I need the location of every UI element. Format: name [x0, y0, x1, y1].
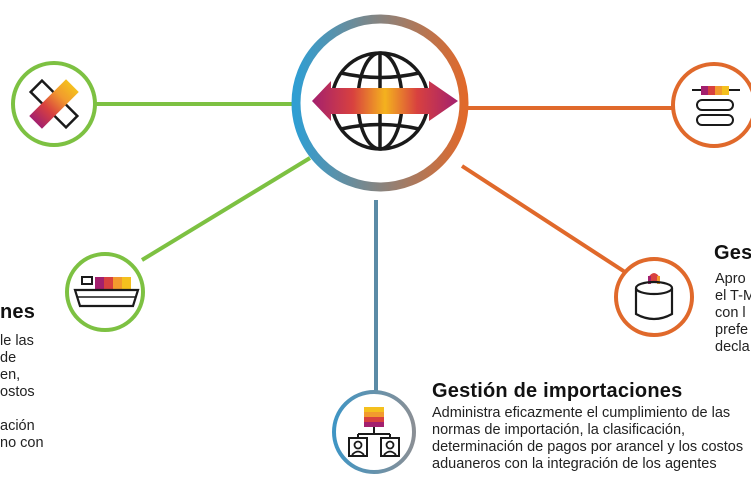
left-section-line: ación — [0, 418, 35, 434]
connector-bottom-left — [140, 156, 312, 262]
document-stack-icon — [692, 86, 740, 126]
imports-section-line: determinación de pagos por arancel y los… — [432, 439, 744, 455]
left-section-line: en, — [0, 367, 21, 383]
imports-section-line: aduaneros con la integración de los agen… — [432, 456, 717, 472]
hub-node — [291, 14, 469, 192]
left-section-line: de — [0, 350, 17, 366]
left-section-line: le las — [0, 333, 34, 349]
globe-with-bidirectional-arrow-icon — [312, 51, 458, 151]
left-section-line: ostos — [0, 384, 35, 400]
bottom-left-node — [65, 252, 145, 332]
right-section-line: decla — [715, 339, 750, 355]
left-section-line: no con — [0, 435, 44, 451]
top-left-node — [11, 61, 97, 147]
right-section-text: Apro el T-M con l prefe decla — [715, 271, 751, 356]
imports-section-line: normas de importación, la clasificación, — [432, 422, 686, 438]
right-section-heading: Ges — [714, 242, 751, 264]
cylinder-container-icon — [634, 273, 674, 321]
left-section-line — [0, 401, 44, 418]
users-org-chart-icon — [348, 407, 400, 457]
imports-section-heading: Gestión de importaciones — [432, 380, 683, 402]
right-section-line: con l — [715, 305, 746, 321]
right-section-line: el T-M — [715, 288, 751, 304]
cargo-ship-icon — [73, 276, 140, 308]
mid-right-node — [614, 257, 694, 337]
top-right-node — [671, 62, 751, 148]
imports-section-text: Administra eficazmente el cumplimiento d… — [432, 405, 743, 473]
right-section-line: prefe — [715, 322, 749, 338]
right-section-line: Apro — [715, 271, 746, 287]
bottom-center-node — [332, 390, 416, 474]
imports-section-line: Administra eficazmente el cumplimiento d… — [432, 405, 731, 421]
left-section-text: le las de en, ostos ación no con — [0, 333, 44, 452]
striped-x-cross-icon — [28, 78, 80, 130]
left-section-heading: nes — [0, 301, 36, 323]
connector-mid-right — [460, 164, 627, 274]
